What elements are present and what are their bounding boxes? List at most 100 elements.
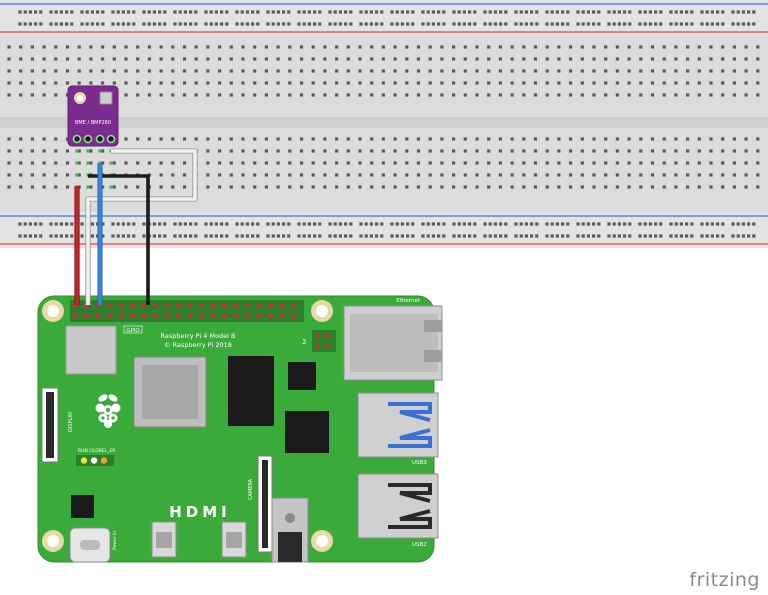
breadboard-hole: [615, 81, 619, 85]
breadboard-hole: [697, 57, 701, 61]
breadboard-hole: [42, 93, 46, 97]
breadboard-hole: [245, 22, 249, 26]
breadboard-hole: [229, 149, 233, 153]
breadboard-hole: [697, 137, 701, 141]
breadboard-hole: [19, 93, 23, 97]
breadboard-hole: [323, 57, 327, 61]
breadboard-hole: [80, 222, 84, 226]
breadboard-hole: [323, 45, 327, 49]
breadboard-hole: [405, 93, 409, 97]
breadboard-hole: [498, 185, 502, 189]
breadboard-hole: [147, 22, 151, 26]
breadboard-hole: [178, 234, 182, 238]
breadboard-hole: [287, 10, 291, 14]
breadboard-hole: [381, 81, 385, 85]
breadboard-hole: [299, 137, 304, 141]
breadboard-hole: [426, 10, 430, 14]
breadboard-hole: [545, 81, 549, 85]
breadboard-hole: [615, 173, 619, 177]
breadboard-hole: [431, 22, 435, 26]
breadboard-hole: [662, 185, 666, 189]
breadboard-hole: [679, 10, 683, 14]
breadboard-hole: [206, 57, 210, 61]
breadboard-hole: [318, 22, 322, 26]
breadboard-hole: [487, 185, 491, 189]
breadboard-hole: [142, 234, 146, 238]
gpio-pin: [210, 302, 216, 309]
breadboard-hole: [586, 10, 590, 14]
breadboard-hole: [183, 222, 187, 226]
breadboard-hole: [604, 173, 608, 177]
breadboard-hole: [732, 57, 736, 61]
breadboard-hole: [569, 185, 573, 189]
breadboard-hole: [411, 10, 415, 14]
breadboard-hole: [19, 137, 23, 141]
gpio-pin: [106, 302, 113, 309]
breadboard-hole: [674, 173, 678, 177]
breadboard-hole: [475, 161, 479, 165]
breadboard-hole: [206, 93, 210, 97]
breadboard-hole: [421, 10, 425, 14]
breadboard-hole: [679, 222, 683, 226]
breadboard-hole: [311, 161, 315, 165]
breadboard-hole: [241, 81, 245, 85]
breadboard-hole: [709, 81, 713, 85]
breadboard-hole: [732, 149, 736, 153]
breadboard-hole: [592, 57, 596, 61]
breadboard-hole: [358, 161, 362, 165]
breadboard-hole: [288, 69, 292, 73]
breadboard-hole: [42, 45, 46, 49]
breadboard-hole: [171, 45, 175, 49]
breadboard-hole: [346, 57, 350, 61]
breadboard-hole: [732, 69, 736, 73]
breadboard-hole: [499, 22, 503, 26]
breadboard-hole: [524, 22, 528, 26]
breadboard-hole: [163, 222, 167, 226]
breadboard-hole: [288, 173, 292, 177]
breadboard-hole: [721, 185, 725, 189]
breadboard-hole: [65, 161, 70, 165]
breadboard-hole: [697, 161, 701, 165]
breadboard-hole: [214, 10, 218, 14]
breadboard-hole: [685, 22, 689, 26]
breadboard-hole: [288, 185, 292, 189]
breadboard-hole: [550, 10, 554, 14]
breadboard-hole: [569, 173, 573, 177]
breadboard-hole: [28, 22, 32, 26]
breadboard-hole: [323, 81, 327, 85]
breadboard-hole: [240, 22, 244, 26]
breadboard-hole: [581, 10, 585, 14]
breadboard-hole: [498, 69, 502, 73]
breadboard-hole: [519, 22, 523, 26]
breadboard-hole: [416, 137, 421, 141]
breadboard-hole: [561, 222, 565, 226]
breadboard-hole: [358, 185, 362, 189]
breadboard-hole: [54, 10, 58, 14]
breadboard-hole: [124, 69, 128, 73]
breadboard-hole: [42, 137, 46, 141]
breadboard-hole: [557, 93, 561, 97]
breadboard-hole: [171, 173, 175, 177]
breadboard-hole: [483, 234, 487, 238]
breadboard-hole: [89, 185, 93, 189]
breadboard-hole: [333, 234, 337, 238]
breadboard-hole: [731, 22, 735, 26]
gpio-pin: [118, 302, 124, 309]
breadboard-hole: [158, 222, 162, 226]
breadboard-hole: [400, 10, 404, 14]
breadboard-hole: [650, 69, 655, 73]
breadboard-hole: [75, 173, 79, 177]
breadboard-hole: [732, 45, 736, 49]
breadboard-hole: [19, 69, 23, 73]
breadboard-hole: [535, 10, 539, 14]
breadboard-hole: [452, 234, 456, 238]
breadboard-hole: [639, 173, 643, 177]
breadboard-hole: [101, 185, 105, 189]
breadboard-hole: [136, 81, 140, 85]
breadboard-hole: [311, 173, 315, 177]
breadboard-hole: [744, 185, 748, 189]
breadboard-hole: [732, 137, 736, 141]
breadboard-hole: [54, 93, 58, 97]
breadboard-hole: [311, 137, 315, 141]
breadboard-hole: [452, 22, 456, 26]
